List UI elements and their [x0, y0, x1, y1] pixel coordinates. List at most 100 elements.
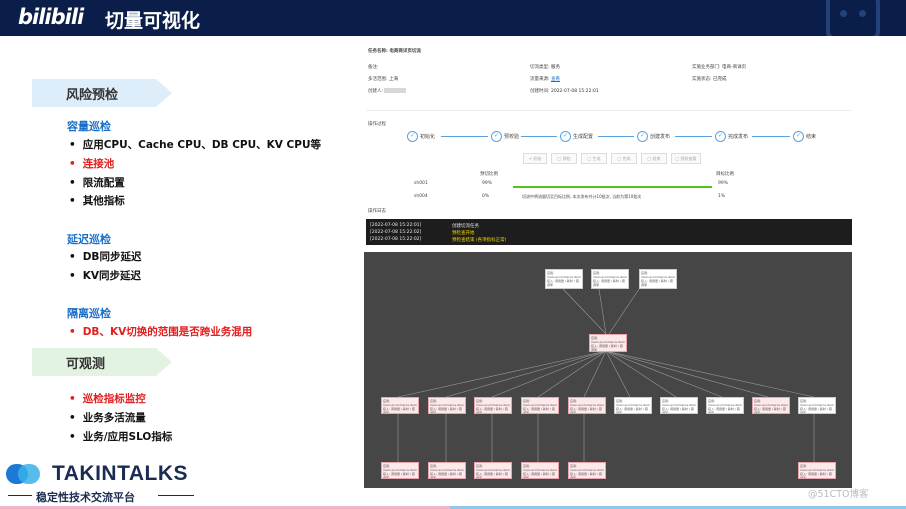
list-item: 业务/应用SLO指标 [69, 429, 173, 444]
meta-cut-type: 切流类型: 服务 [530, 64, 560, 70]
log-message: 预检查结束 (各项指标正常) [452, 238, 507, 243]
check-icon [793, 131, 804, 142]
graph-node[interactable]: 应用: main.ecommerce.item 接入: 调用量 / 耗时 / 错… [381, 397, 419, 414]
log-line: [2022-07-08 15:22:01]创建切流任务 [370, 223, 479, 229]
complete-button[interactable]: □ 完成 [611, 153, 637, 164]
capacity-check-title: 容量巡检 [67, 120, 111, 133]
graph-node[interactable]: 应用: main.ecommerce.item 接入: 调用量 / 耗时 / 错… [568, 397, 606, 414]
meta-source-link[interactable]: 查看 [550, 77, 560, 82]
meta-scope: 多活范围: 上海 [368, 76, 398, 82]
isolation-check-title: 隔离巡检 [67, 307, 111, 320]
graph-node[interactable]: 应用: main.ecommerce.item 接入: 调用量 / 耗时 / 错… [381, 462, 419, 479]
bilibili-logo: bilibili [18, 5, 84, 29]
takin-logo-text: TAKINTALKS [52, 462, 189, 485]
step-line [441, 136, 488, 137]
task-title: 任务名称: 电商商详页切流 [368, 49, 421, 54]
meta-value: 已完成 [712, 77, 727, 82]
meta-created: 创建时间: 2022-07-08 15:22:01 [530, 88, 599, 94]
meta-creator: 创建人: [368, 88, 407, 94]
list-item: 限流配置 [69, 175, 125, 190]
init-button[interactable]: + 初始 [523, 153, 547, 164]
graph-node[interactable]: 应用: main.ecommerce.item 接入: 调用量 / 耗时 / 错… [798, 462, 836, 479]
step-label: 创建发布 [650, 134, 671, 140]
graph-edges [397, 288, 815, 462]
log-section-title: 操作日志 [368, 209, 386, 214]
section-banner-icon [32, 348, 172, 376]
meta-remark: 备注: [368, 64, 379, 70]
step-label: 完成发布 [728, 134, 749, 140]
step-label: 预校验 [504, 134, 520, 140]
log-timestamp: [2022-07-08 15:22:02] [370, 237, 422, 242]
graph-node[interactable]: 应用: main.ecommerce.item 接入: 调用量 / 耗时 / 错… [591, 269, 629, 289]
pre-cell: 99% [482, 181, 493, 186]
zone-cell: sh004 [414, 194, 428, 199]
graph-node[interactable]: 应用: main.ecommerce.item 接入: 调用量 / 耗时 / 错… [589, 334, 627, 352]
section-risk-precheck: 风险预检 [32, 79, 172, 107]
divider [8, 495, 32, 496]
meta-label: 流量来源: [530, 77, 550, 82]
progress-bar [513, 186, 712, 188]
graph-node[interactable]: 应用: main.ecommerce.item 接入: 调用量 / 耗时 / 错… [428, 462, 466, 479]
steps-section-title: 操作过程 [368, 122, 386, 127]
step-line [675, 136, 712, 137]
graph-node[interactable]: 应用: main.ecommerce.item 接入: 调用量 / 耗时 / 错… [614, 397, 652, 414]
meta-value: 服务 [550, 65, 560, 70]
section-risk-precheck-title: 风险预检 [66, 88, 119, 103]
step-label: 生成配置 [573, 134, 594, 140]
graph-node[interactable]: 应用: main.ecommerce.item 接入: 调用量 / 耗时 / 错… [474, 397, 512, 414]
log-message: 预检查开始 [452, 231, 475, 236]
precheck-view-button[interactable]: □ 预校查看 [671, 153, 701, 164]
graph-node[interactable]: 应用: main.ecommerce.item 接入: 调用量 / 耗时 / 错… [639, 269, 677, 289]
log-timestamp: [2022-07-08 15:22:01] [370, 223, 422, 228]
list-item: KV同步延迟 [69, 268, 141, 283]
tv-icon [826, 0, 880, 36]
section-banner-icon [32, 79, 172, 107]
graph-node[interactable]: 应用: main.ecommerce.item 接入: 调用量 / 耗时 / 错… [568, 462, 606, 479]
graph-node[interactable]: 应用: main.ecommerce.item 接入: 调用量 / 耗时 / 错… [474, 462, 512, 479]
list-item: 业务多活流量 [69, 410, 146, 425]
log-timestamp: [2022-07-08 15:22:02] [370, 230, 422, 235]
meta-value: 电商-商详页 [721, 65, 747, 70]
divider [158, 495, 194, 496]
list-item: 连接池 [69, 156, 115, 171]
takin-logo-icon [6, 464, 40, 484]
log-line: [2022-07-08 15:22:02] 预检查结束 (各项指标正常) [370, 237, 506, 243]
step-line [752, 136, 790, 137]
log-console: [2022-07-08 15:22:01]创建切流任务 [2022-07-08 … [366, 219, 852, 245]
graph-node[interactable]: 应用: main.ecommerce.item 接入: 调用量 / 耗时 / 错… [798, 397, 836, 414]
meta-label: 切流类型: [530, 65, 550, 70]
step-line [521, 136, 557, 137]
slide-title: 切量可视化 [105, 10, 201, 32]
generate-button[interactable]: □ 生成 [581, 153, 607, 164]
graph-node[interactable]: 应用: main.ecommerce.item 接入: 调用量 / 耗时 / 错… [706, 397, 744, 414]
meta-label: 创建时间: [530, 89, 550, 94]
step-label: 初始化 [420, 134, 436, 140]
slide-header: bilibili 切量可视化 [0, 0, 906, 36]
graph-node[interactable]: 应用: main.ecommerce.item 接入: 调用量 / 耗时 / 错… [428, 397, 466, 414]
pre-cell: 0% [482, 194, 490, 199]
step-line [598, 136, 634, 137]
latency-check-title: 延迟巡检 [67, 233, 111, 246]
dependency-graph[interactable]: 应用: main.ecommerce.item 接入: 调用量 / 耗时 / 错… [364, 252, 852, 488]
graph-node[interactable]: 应用: main.ecommerce.item 接入: 调用量 / 耗时 / 错… [521, 397, 559, 414]
graph-node[interactable]: 应用: main.ecommerce.item 接入: 调用量 / 耗时 / 错… [545, 269, 583, 289]
graph-node[interactable]: 应用: main.ecommerce.item 接入: 调用量 / 耗时 / 错… [660, 397, 698, 414]
list-item: DB同步延迟 [69, 249, 142, 264]
progress-message: 切流中将流量切至目标比例, 本次发布共计10批次, 当前为第10批次 [522, 194, 642, 199]
log-line: [2022-07-08 15:22:02] 预检查开始 [370, 230, 475, 236]
list-item: 其他指标 [69, 193, 125, 208]
precheck-button[interactable]: □ 预检 [551, 153, 577, 164]
section-observability: 可观测 [32, 348, 172, 376]
list-item: DB、KV切换的范围是否跨业务混用 [69, 324, 252, 339]
meta-status: 实施状态: 已完成 [692, 76, 726, 82]
watermark: @51CTO博客 [808, 489, 869, 500]
step-label: 结束 [806, 134, 817, 140]
check-icon [560, 131, 571, 142]
section-observability-title: 可观测 [66, 357, 106, 372]
graph-node[interactable]: 应用: main.ecommerce.item 接入: 调用量 / 耗时 / 错… [521, 462, 559, 479]
avatar [384, 88, 407, 93]
graph-node[interactable]: 应用: main.ecommerce.item 接入: 调用量 / 耗时 / 错… [752, 397, 790, 414]
finish-button[interactable]: □ 结束 [641, 153, 667, 164]
list-item: 应用CPU、Cache CPU、DB CPU、KV CPU等 [69, 137, 321, 152]
meta-source: 流量来源: 查看 [530, 76, 560, 82]
